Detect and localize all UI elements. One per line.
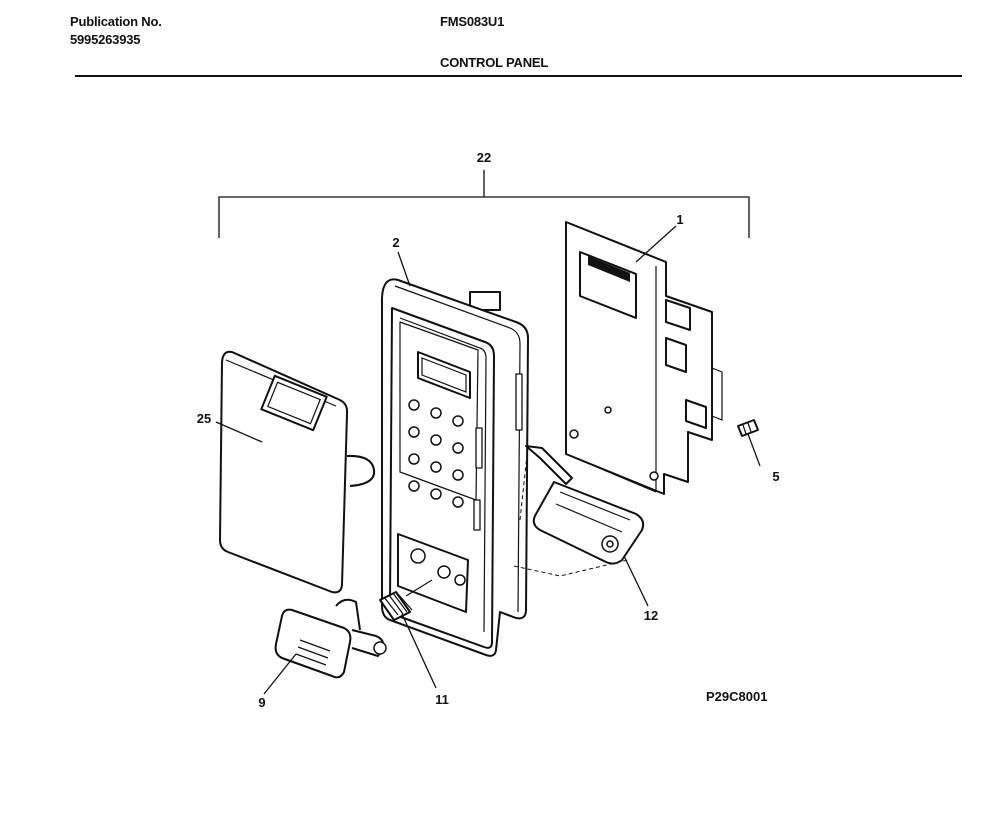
leader-button [263,653,297,695]
circuit-board [565,221,723,495]
latch [513,445,645,577]
callout-control-panel-frame: 2 [392,235,399,250]
leader-screw [747,433,761,467]
section-title: CONTROL PANEL [440,55,549,70]
model-number: FMS083U1 [440,14,505,29]
callout-circuit-board: 1 [676,212,683,227]
membrane-overlay [219,350,376,594]
leader-latch [623,555,649,607]
callout-door-release-button: 9 [258,695,265,710]
control-panel-frame [381,278,529,657]
callout-latch: 12 [644,608,658,623]
assembly-bracket [218,170,750,238]
leader-frame [397,251,411,287]
callout-screw: 5 [772,469,779,484]
door-release-button [274,598,387,679]
leader-board [635,225,677,263]
leader-spring [401,613,437,689]
leader-overlay [215,421,263,443]
header-rule [75,75,962,77]
callout-spring: 11 [435,692,449,707]
screw [737,419,759,437]
drawing-number: P29C8001 [706,689,767,704]
publication-number: 5995263935 [70,32,141,47]
publication-label: Publication No. [70,14,162,29]
spring [379,579,433,621]
callout-assembly: 22 [477,150,491,165]
callout-membrane-overlay: 25 [197,411,211,426]
